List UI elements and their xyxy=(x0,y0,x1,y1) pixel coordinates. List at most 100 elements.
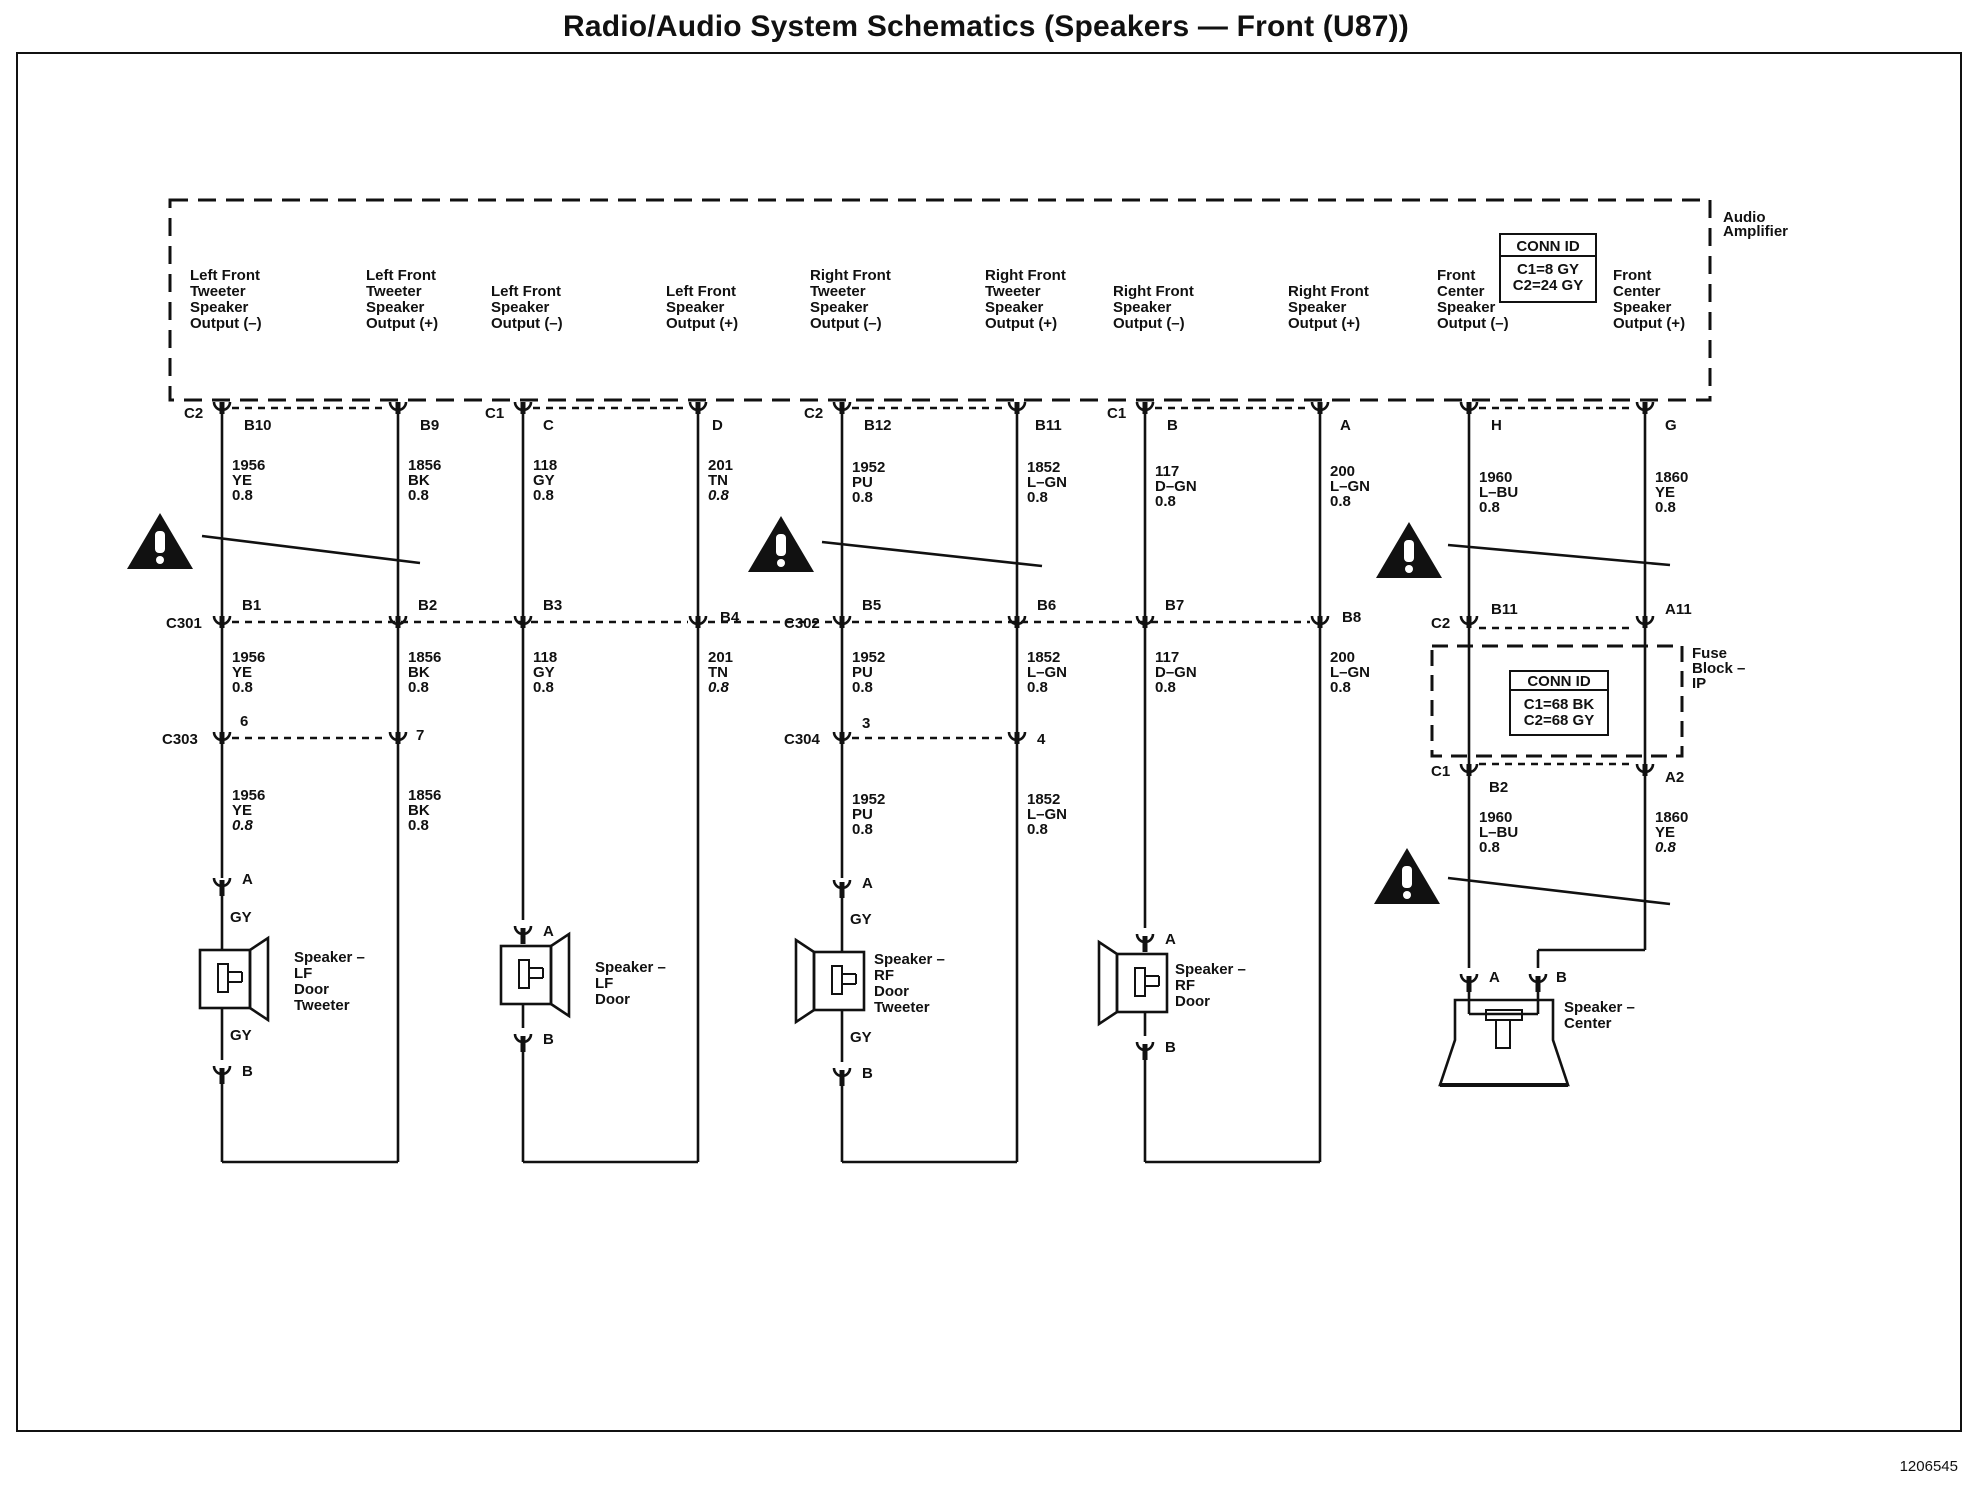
wire-label: 1956 xyxy=(232,649,265,666)
lf-tweeter-pin-a xyxy=(219,880,225,896)
amp-output-label: Speaker xyxy=(1613,299,1672,316)
rf-door-pin-a xyxy=(1142,936,1148,952)
wire-label: 0.8 xyxy=(1655,499,1676,516)
fuse-block-bottom-label: C1 xyxy=(1431,763,1450,780)
c301-pin-label: B2 xyxy=(418,597,437,614)
wire-label: L–BU xyxy=(1479,484,1518,501)
wire-label: 1960 xyxy=(1479,469,1512,486)
fuse-block-top-pin: B11 xyxy=(1491,601,1518,618)
rf-tweeter-speaker-label: Tweeter xyxy=(874,999,930,1016)
rf-door-pin-b xyxy=(1142,1044,1148,1060)
c304-connector xyxy=(839,732,845,744)
wire-label: 0.8 xyxy=(1027,679,1048,696)
fuse-conn-id-line: C2=68 GY xyxy=(1524,712,1594,729)
amp-conn-id-box xyxy=(1499,233,1597,303)
amp-output-label: Speaker xyxy=(810,299,869,316)
amp-pin-connector xyxy=(839,402,845,414)
amp-output-label: Center xyxy=(1437,283,1485,300)
lf-door-speaker-label: Door xyxy=(595,991,630,1008)
c301-connector xyxy=(219,616,225,628)
amp-output-label: Speaker xyxy=(985,299,1044,316)
rf-tweeter-color-a: GY xyxy=(850,911,872,928)
rf-door-speaker xyxy=(1134,967,1146,997)
amp-pin-connector xyxy=(1642,402,1648,414)
wire-label: 1956 xyxy=(232,457,265,474)
wire-label: TN xyxy=(708,664,728,681)
fuse-block-bottom-pin: A2 xyxy=(1665,769,1684,786)
wire-label: 201 xyxy=(708,649,733,666)
wire-label: YE xyxy=(232,802,252,819)
amp-output-label: Speaker xyxy=(1113,299,1172,316)
amp-output-label: Center xyxy=(1613,283,1661,300)
wire-label: 1860 xyxy=(1655,469,1688,486)
wire-label: 0.8 xyxy=(232,679,253,696)
wire-label: YE xyxy=(232,664,252,681)
lf-tweeter-pin-a-label: A xyxy=(242,871,253,888)
amp-output-label: Speaker xyxy=(1288,299,1347,316)
lf-door-speaker-label: LF xyxy=(595,975,613,992)
wire-label: 0.8 xyxy=(852,489,873,506)
caution-icon xyxy=(1403,891,1411,899)
rf-tweeter-speaker-label: Speaker – xyxy=(874,951,945,968)
wire-label: L–BU xyxy=(1479,824,1518,841)
fuse-block-bottom-pin: B2 xyxy=(1489,779,1508,796)
fuse-block-label: Block – xyxy=(1692,660,1745,677)
wire-break-line xyxy=(821,540,1043,568)
fuse-block-outline xyxy=(1430,644,1684,758)
wire-label: PU xyxy=(852,474,873,491)
amp-output-label: Output (–) xyxy=(1437,315,1509,332)
amp-output-label: Output (+) xyxy=(985,315,1057,332)
wire-label: 0.8 xyxy=(1330,679,1351,696)
lf-door-tweeter-speaker xyxy=(217,963,229,993)
wire-label: 1852 xyxy=(1027,649,1060,666)
amp-output-label: Output (–) xyxy=(810,315,882,332)
c302-label: C302 xyxy=(784,615,820,632)
lf-tweeter-speaker-label: Tweeter xyxy=(294,997,350,1014)
caution-icon xyxy=(156,556,164,564)
amp-pin-label: B9 xyxy=(420,417,439,434)
lf-tweeter-color-a: GY xyxy=(230,909,252,926)
wire-label: 118 xyxy=(533,649,557,666)
amp-output-label: Front xyxy=(1613,267,1651,284)
wire-label: 1852 xyxy=(1027,459,1060,476)
lf-door-speaker xyxy=(499,931,571,1019)
wire-label: BK xyxy=(408,472,430,489)
c302-pin-label: B6 xyxy=(1037,597,1056,614)
amp-pin-label: B10 xyxy=(244,417,272,434)
amp-output-label: Speaker xyxy=(666,299,725,316)
wire-label: 0.8 xyxy=(1330,493,1351,510)
wire-label: L–GN xyxy=(1027,806,1067,823)
amp-pin-label: C xyxy=(543,417,554,434)
audio-amplifier-outline xyxy=(168,198,1712,402)
lf-door-pin-a-label: A xyxy=(543,923,554,940)
center-pin-b-label: B xyxy=(1556,969,1567,986)
amp-output-label: Tweeter xyxy=(366,283,422,300)
amp-pin-connector xyxy=(1466,402,1472,414)
rf-tweeter-pin-a xyxy=(839,882,845,898)
wire-label: 0.8 xyxy=(1155,493,1176,510)
fuse-block-top-pin: A11 xyxy=(1665,601,1692,618)
c303-label: C303 xyxy=(162,731,198,748)
amp-output-label: Speaker xyxy=(366,299,425,316)
diagram-frame xyxy=(16,52,1962,1432)
amp-pin-label: B12 xyxy=(864,417,892,434)
lf-tweeter-speaker-label: LF xyxy=(294,965,312,982)
wire-label: 1956 xyxy=(232,787,265,804)
amp-pin-connector xyxy=(695,402,701,414)
c302-pin-label: B7 xyxy=(1165,597,1184,614)
amp-conn-id-line: C1=8 GY xyxy=(1517,261,1579,278)
wire-label: 1856 xyxy=(408,457,441,474)
c304-pin-label: 4 xyxy=(1037,731,1046,748)
amp-output-label: Front xyxy=(1437,267,1475,284)
wire-label: 0.8 xyxy=(1655,839,1677,856)
rf-door-speaker-label: Speaker – xyxy=(1175,961,1246,978)
amp-output-label: Right Front xyxy=(985,267,1066,284)
audio-amplifier-label: Amplifier xyxy=(1723,223,1788,240)
c301-connector xyxy=(695,616,701,628)
c303-connector xyxy=(219,732,225,744)
c303-pin-label: 6 xyxy=(240,713,248,730)
amp-output-label: Right Front xyxy=(1113,283,1194,300)
rf-tweeter-pin-b-label: B xyxy=(862,1065,873,1082)
c302-connector xyxy=(1317,616,1323,628)
